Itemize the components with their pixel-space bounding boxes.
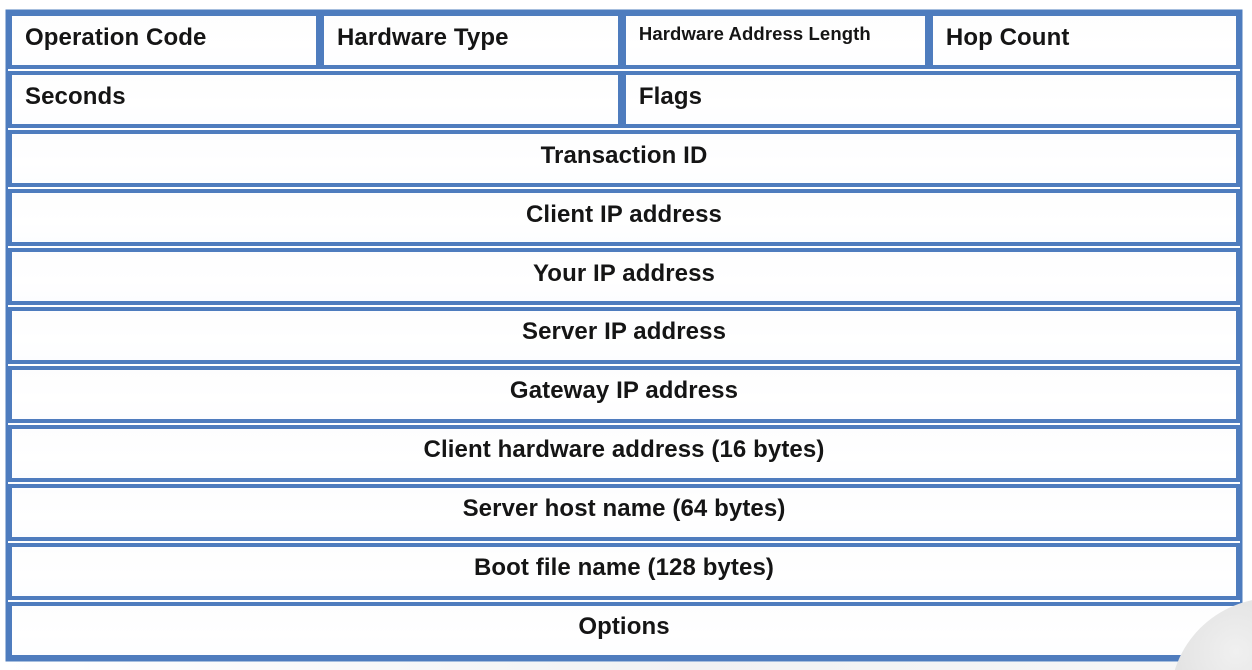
field-cell-hardware-type: Hardware Type <box>319 12 622 70</box>
field-label: Server IP address <box>521 318 727 346</box>
field-label: Seconds <box>25 82 126 110</box>
packet-row-6: Server IP address <box>8 306 1240 365</box>
field-label: Hop Count <box>945 23 1070 51</box>
packet-row-8: Client hardware address (16 bytes) <box>8 424 1240 483</box>
field-cell-operation-code: Operation Code <box>8 12 320 70</box>
field-cell-client-hardware-address-16-bytes: Client hardware address (16 bytes) <box>8 424 1240 483</box>
field-label: Gateway IP address <box>509 377 739 405</box>
packet-row-7: Gateway IP address <box>8 365 1240 424</box>
field-label: Hardware Address Length <box>638 22 871 44</box>
field-cell-server-host-name-64-bytes: Server host name (64 bytes) <box>8 483 1240 542</box>
field-cell-your-ip-address: Your IP address <box>8 247 1240 306</box>
packet-row-1: Operation Code Hardware Type Hardware Addr… <box>8 12 1240 70</box>
packet-row-10: Boot file name (128 bytes) <box>8 542 1240 601</box>
packet-row-3: Transaction ID <box>8 129 1240 188</box>
field-label: Transaction ID <box>540 141 708 169</box>
field-label: Boot file name (128 bytes) <box>473 554 774 582</box>
field-label: Client IP address <box>526 200 722 228</box>
field-cell-options: Options <box>8 601 1240 659</box>
field-cell-client-ip-address: Client IP address <box>8 188 1240 247</box>
field-label: Server host name (64 bytes) <box>462 495 786 523</box>
field-cell-transaction-id: Transaction ID <box>8 129 1240 188</box>
packet-row-11: Options <box>8 601 1240 659</box>
slide-bottom-edge <box>0 662 1252 670</box>
field-label: Hardware Type <box>336 23 509 51</box>
field-cell-hop-count: Hop Count <box>928 12 1240 70</box>
packet-row-9: Server host name (64 bytes) <box>8 483 1240 542</box>
field-cell-gateway-ip-address: Gateway IP address <box>8 365 1240 424</box>
field-cell-flags: Flags <box>621 70 1240 129</box>
field-label: Operation Code <box>25 23 207 51</box>
packet-row-4: Client IP address <box>8 188 1240 247</box>
dhcp-packet-format-diagram: Operation Code Hardware Type Hardware Addr… <box>8 12 1240 659</box>
field-cell-hardware-address-length: Hardware Address Length <box>621 12 929 70</box>
field-label: Flags <box>638 82 703 110</box>
field-cell-seconds: Seconds <box>8 70 622 129</box>
packet-row-5: Your IP address <box>8 247 1240 306</box>
field-label: Client hardware address (16 bytes) <box>423 436 825 464</box>
packet-row-2: Seconds Flags <box>8 70 1240 129</box>
field-cell-server-ip-address: Server IP address <box>8 306 1240 365</box>
field-label: Options <box>578 613 670 641</box>
field-label: Your IP address <box>532 259 715 287</box>
field-cell-boot-file-name-128-bytes: Boot file name (128 bytes) <box>8 542 1240 601</box>
